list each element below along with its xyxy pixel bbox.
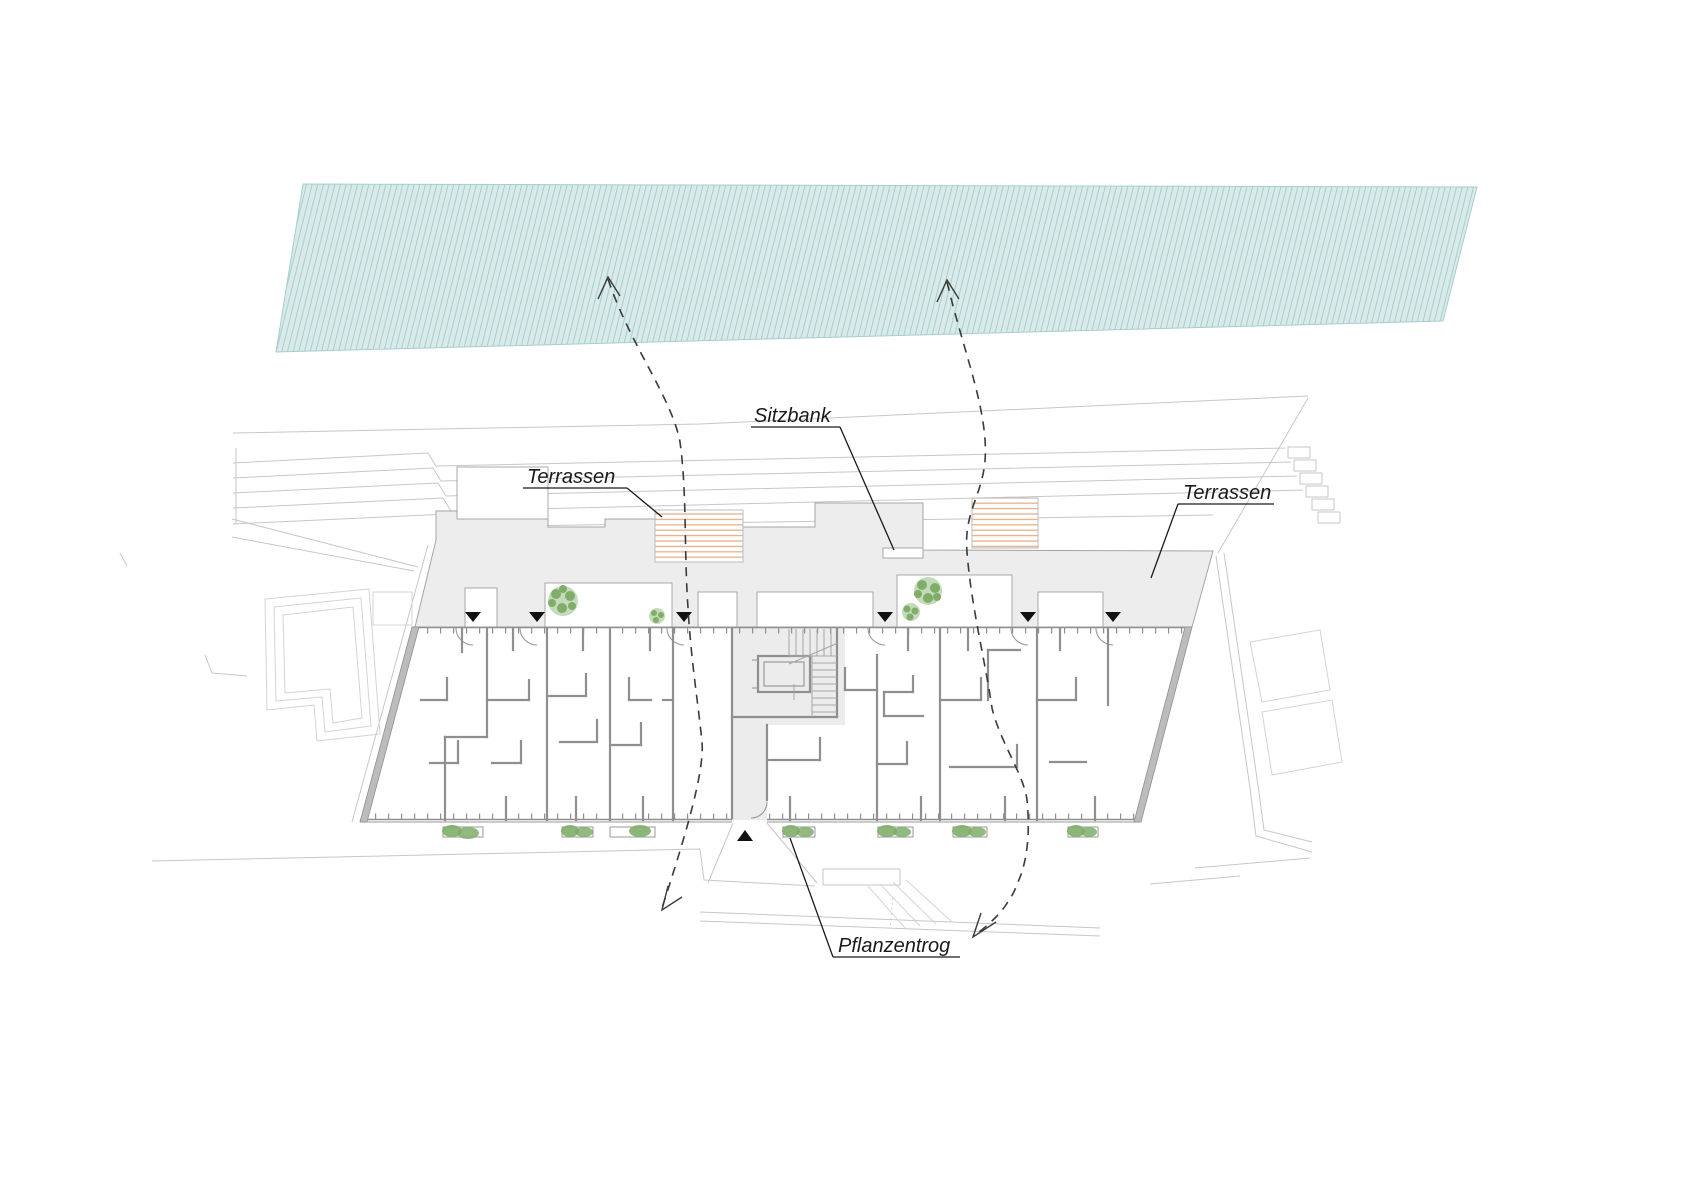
- terrassen-right-text: Terrassen: [1183, 482, 1271, 504]
- west-wall: [359, 626, 420, 823]
- stair-core: [730, 626, 839, 820]
- pflanzentrog-text: Pflanzentrog: [838, 935, 950, 957]
- label-pflanzentrog: Pflanzentrog: [789, 837, 960, 958]
- tree-large-right: [914, 577, 942, 605]
- stair-treads: [788, 629, 839, 717]
- annotations: Terrassen Sitzbank Terrassen Pflanzentro…: [523, 405, 1274, 958]
- sitzbank-text: Sitzbank: [754, 405, 832, 427]
- entrance-markers: [465, 612, 1121, 622]
- east-wall: [1133, 626, 1193, 823]
- label-sitzbank: Sitzbank: [751, 405, 895, 551]
- door-arcs: [455, 627, 1114, 819]
- flow-arrows: [597, 275, 1030, 939]
- flow-arrow-left: [607, 278, 704, 909]
- planters: [442, 825, 1099, 839]
- court-right: [896, 574, 1013, 628]
- building: [359, 466, 1214, 841]
- flow-arrow-right: [946, 281, 1030, 936]
- court-small: [697, 591, 738, 628]
- bench: [882, 547, 924, 559]
- elevator: [756, 654, 812, 694]
- label-terrassen-right: Terrassen: [1150, 482, 1274, 579]
- terrace-deck-left: [654, 509, 744, 563]
- court-center: [756, 591, 874, 628]
- interior-walls: [419, 627, 1110, 822]
- terrace-deck-right: [971, 497, 1039, 549]
- context-step-rects: [1287, 446, 1341, 524]
- roof-cutout: [456, 466, 549, 520]
- south-entrance-marker: [737, 830, 753, 841]
- tree-large-left: [548, 585, 578, 616]
- tree-small-right: [902, 603, 920, 621]
- court-notch: [464, 587, 498, 628]
- water-area: [275, 183, 1478, 353]
- label-terrassen-left: Terrassen: [523, 466, 663, 518]
- terrassen-left-text: Terrassen: [527, 466, 615, 488]
- tree-small-left: [649, 608, 665, 624]
- court-right2: [1037, 591, 1104, 628]
